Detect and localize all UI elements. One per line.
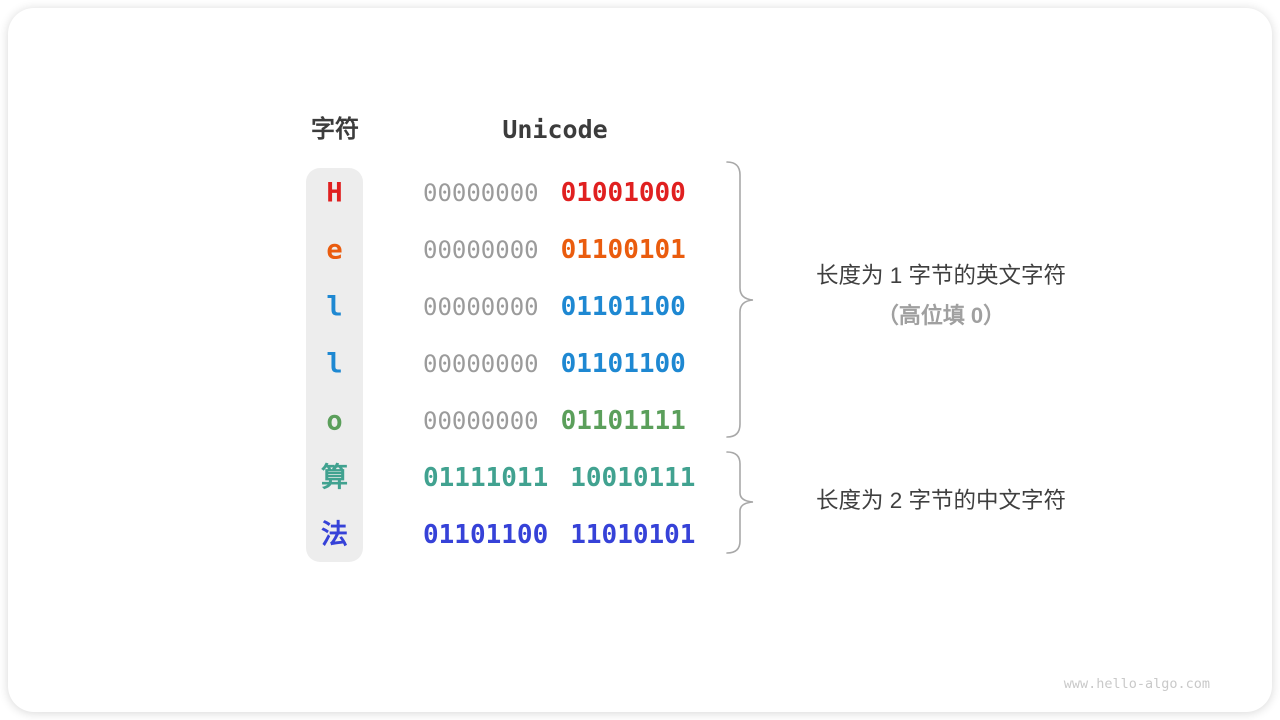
curly-brace-icon xyxy=(726,161,754,554)
brace-one-byte-group xyxy=(726,161,754,438)
binary-bytes: 00000000 01100101 xyxy=(423,237,686,263)
annotation-line2: （高位填 0） xyxy=(876,303,1006,328)
annotation-line1: 长度为 1 字节的英文字符 xyxy=(815,263,1067,288)
table-row: l 00000000 01101100 xyxy=(0,278,1280,335)
binary-bytes: 01101100 11010101 xyxy=(423,522,695,548)
low-byte: 11010101 xyxy=(570,519,696,550)
binary-bytes: 00000000 01101100 xyxy=(423,351,686,377)
high-byte: 01111011 xyxy=(423,462,549,493)
binary-bytes: 00000000 01101111 xyxy=(423,408,686,434)
table-row: 法 01101100 11010101 xyxy=(0,506,1280,563)
high-byte: 01101100 xyxy=(423,519,549,550)
binary-bytes: 00000000 01101100 xyxy=(423,294,686,320)
high-byte: 00000000 xyxy=(423,235,539,264)
column-header-character: 字符 xyxy=(311,116,359,143)
low-byte: 01101111 xyxy=(560,405,686,436)
character-cell: 算 xyxy=(321,462,348,493)
binary-bytes: 00000000 01001000 xyxy=(423,180,686,206)
annotation-english-chars: 长度为 1 字节的英文字符 （高位填 0） xyxy=(774,259,1108,333)
table-row: e 00000000 01100101 xyxy=(0,221,1280,278)
table-row: 算 01111011 10010111 xyxy=(0,449,1280,506)
low-byte: 01001000 xyxy=(560,177,686,208)
encoding-table: H 00000000 01001000 e 00000000 01100101 … xyxy=(0,164,1280,563)
low-byte: 01100101 xyxy=(560,234,686,265)
character-cell: 法 xyxy=(321,519,348,550)
high-byte: 00000000 xyxy=(423,406,539,435)
high-byte: 00000000 xyxy=(423,178,539,207)
high-byte: 00000000 xyxy=(423,292,539,321)
high-byte: 00000000 xyxy=(423,349,539,378)
character-column-background xyxy=(306,168,363,562)
character-cell: H xyxy=(326,177,343,208)
column-header-unicode: Unicode xyxy=(502,115,608,144)
character-cell: o xyxy=(326,405,343,436)
low-byte: 10010111 xyxy=(570,462,696,493)
low-byte: 01101100 xyxy=(560,291,686,322)
low-byte: 01101100 xyxy=(560,348,686,379)
watermark-url: www.hello-algo.com xyxy=(1063,676,1210,692)
annotation-line1: 长度为 2 字节的中文字符 xyxy=(815,488,1067,513)
character-cell: l xyxy=(326,291,343,322)
table-row: o 00000000 01101111 xyxy=(0,392,1280,449)
brace-two-byte-group xyxy=(726,451,754,554)
table-row: l 00000000 01101100 xyxy=(0,335,1280,392)
character-cell: l xyxy=(326,348,343,379)
binary-bytes: 01111011 10010111 xyxy=(423,465,695,491)
diagram-card xyxy=(8,8,1272,712)
table-row: H 00000000 01001000 xyxy=(0,164,1280,221)
character-cell: e xyxy=(326,234,343,265)
annotation-chinese-chars: 长度为 2 字节的中文字符 xyxy=(774,484,1108,518)
